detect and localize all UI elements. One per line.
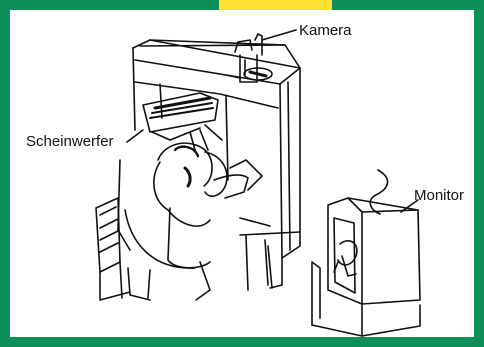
camera-label: Kamera <box>299 23 352 39</box>
spotlight-device <box>143 93 222 150</box>
spotlight-label: Scheinwerfer <box>26 134 114 150</box>
monitor-label: Monitor <box>414 188 464 204</box>
chair <box>96 198 150 300</box>
seated-person <box>125 143 262 300</box>
monitor-cable <box>370 170 387 214</box>
camera-leader-line <box>262 30 296 40</box>
monitor-device <box>312 198 420 336</box>
spotlight-leader-line <box>127 130 143 142</box>
